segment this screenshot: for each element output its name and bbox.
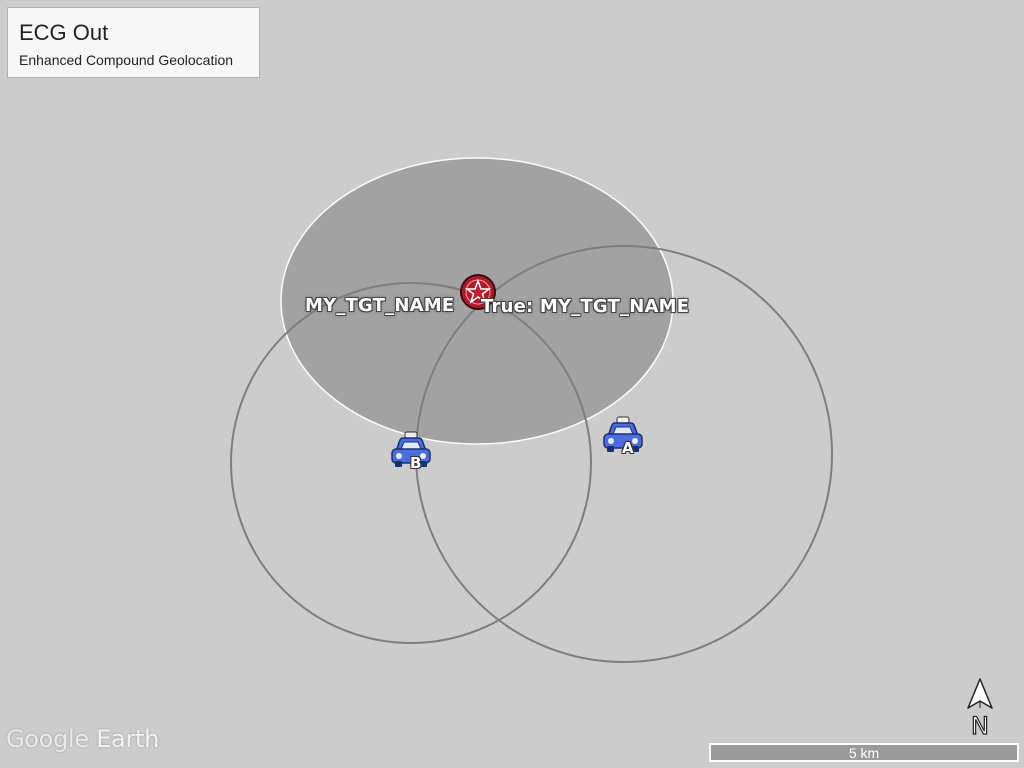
north-arrow-icon[interactable]: N: [963, 676, 997, 738]
watermark-earth: Earth: [96, 725, 160, 753]
target-star-icon[interactable]: [459, 273, 497, 311]
google-earth-watermark: Google Earth: [6, 725, 159, 753]
estimate-label: MY_TGT_NAME: [305, 295, 455, 316]
north-letter: N: [971, 712, 989, 738]
scale-bar: 5 km: [709, 743, 1019, 762]
sensor-a-car-icon[interactable]: [602, 416, 644, 456]
scale-label: 5 km: [848, 745, 880, 761]
legend-panel: ECG Out Enhanced Compound Geolocation: [7, 7, 260, 78]
true-target-label: True: MY_TGT_NAME: [481, 296, 690, 317]
sensor-b-car-icon[interactable]: [390, 431, 432, 471]
range-circle-b: [230, 282, 592, 644]
watermark-google: Google: [6, 725, 89, 753]
sensor-a-label: A: [622, 439, 634, 457]
panel-subtitle: Enhanced Compound Geolocation: [19, 52, 234, 68]
panel-title: ECG Out: [19, 20, 109, 45]
sensor-b-label: B: [410, 454, 422, 472]
